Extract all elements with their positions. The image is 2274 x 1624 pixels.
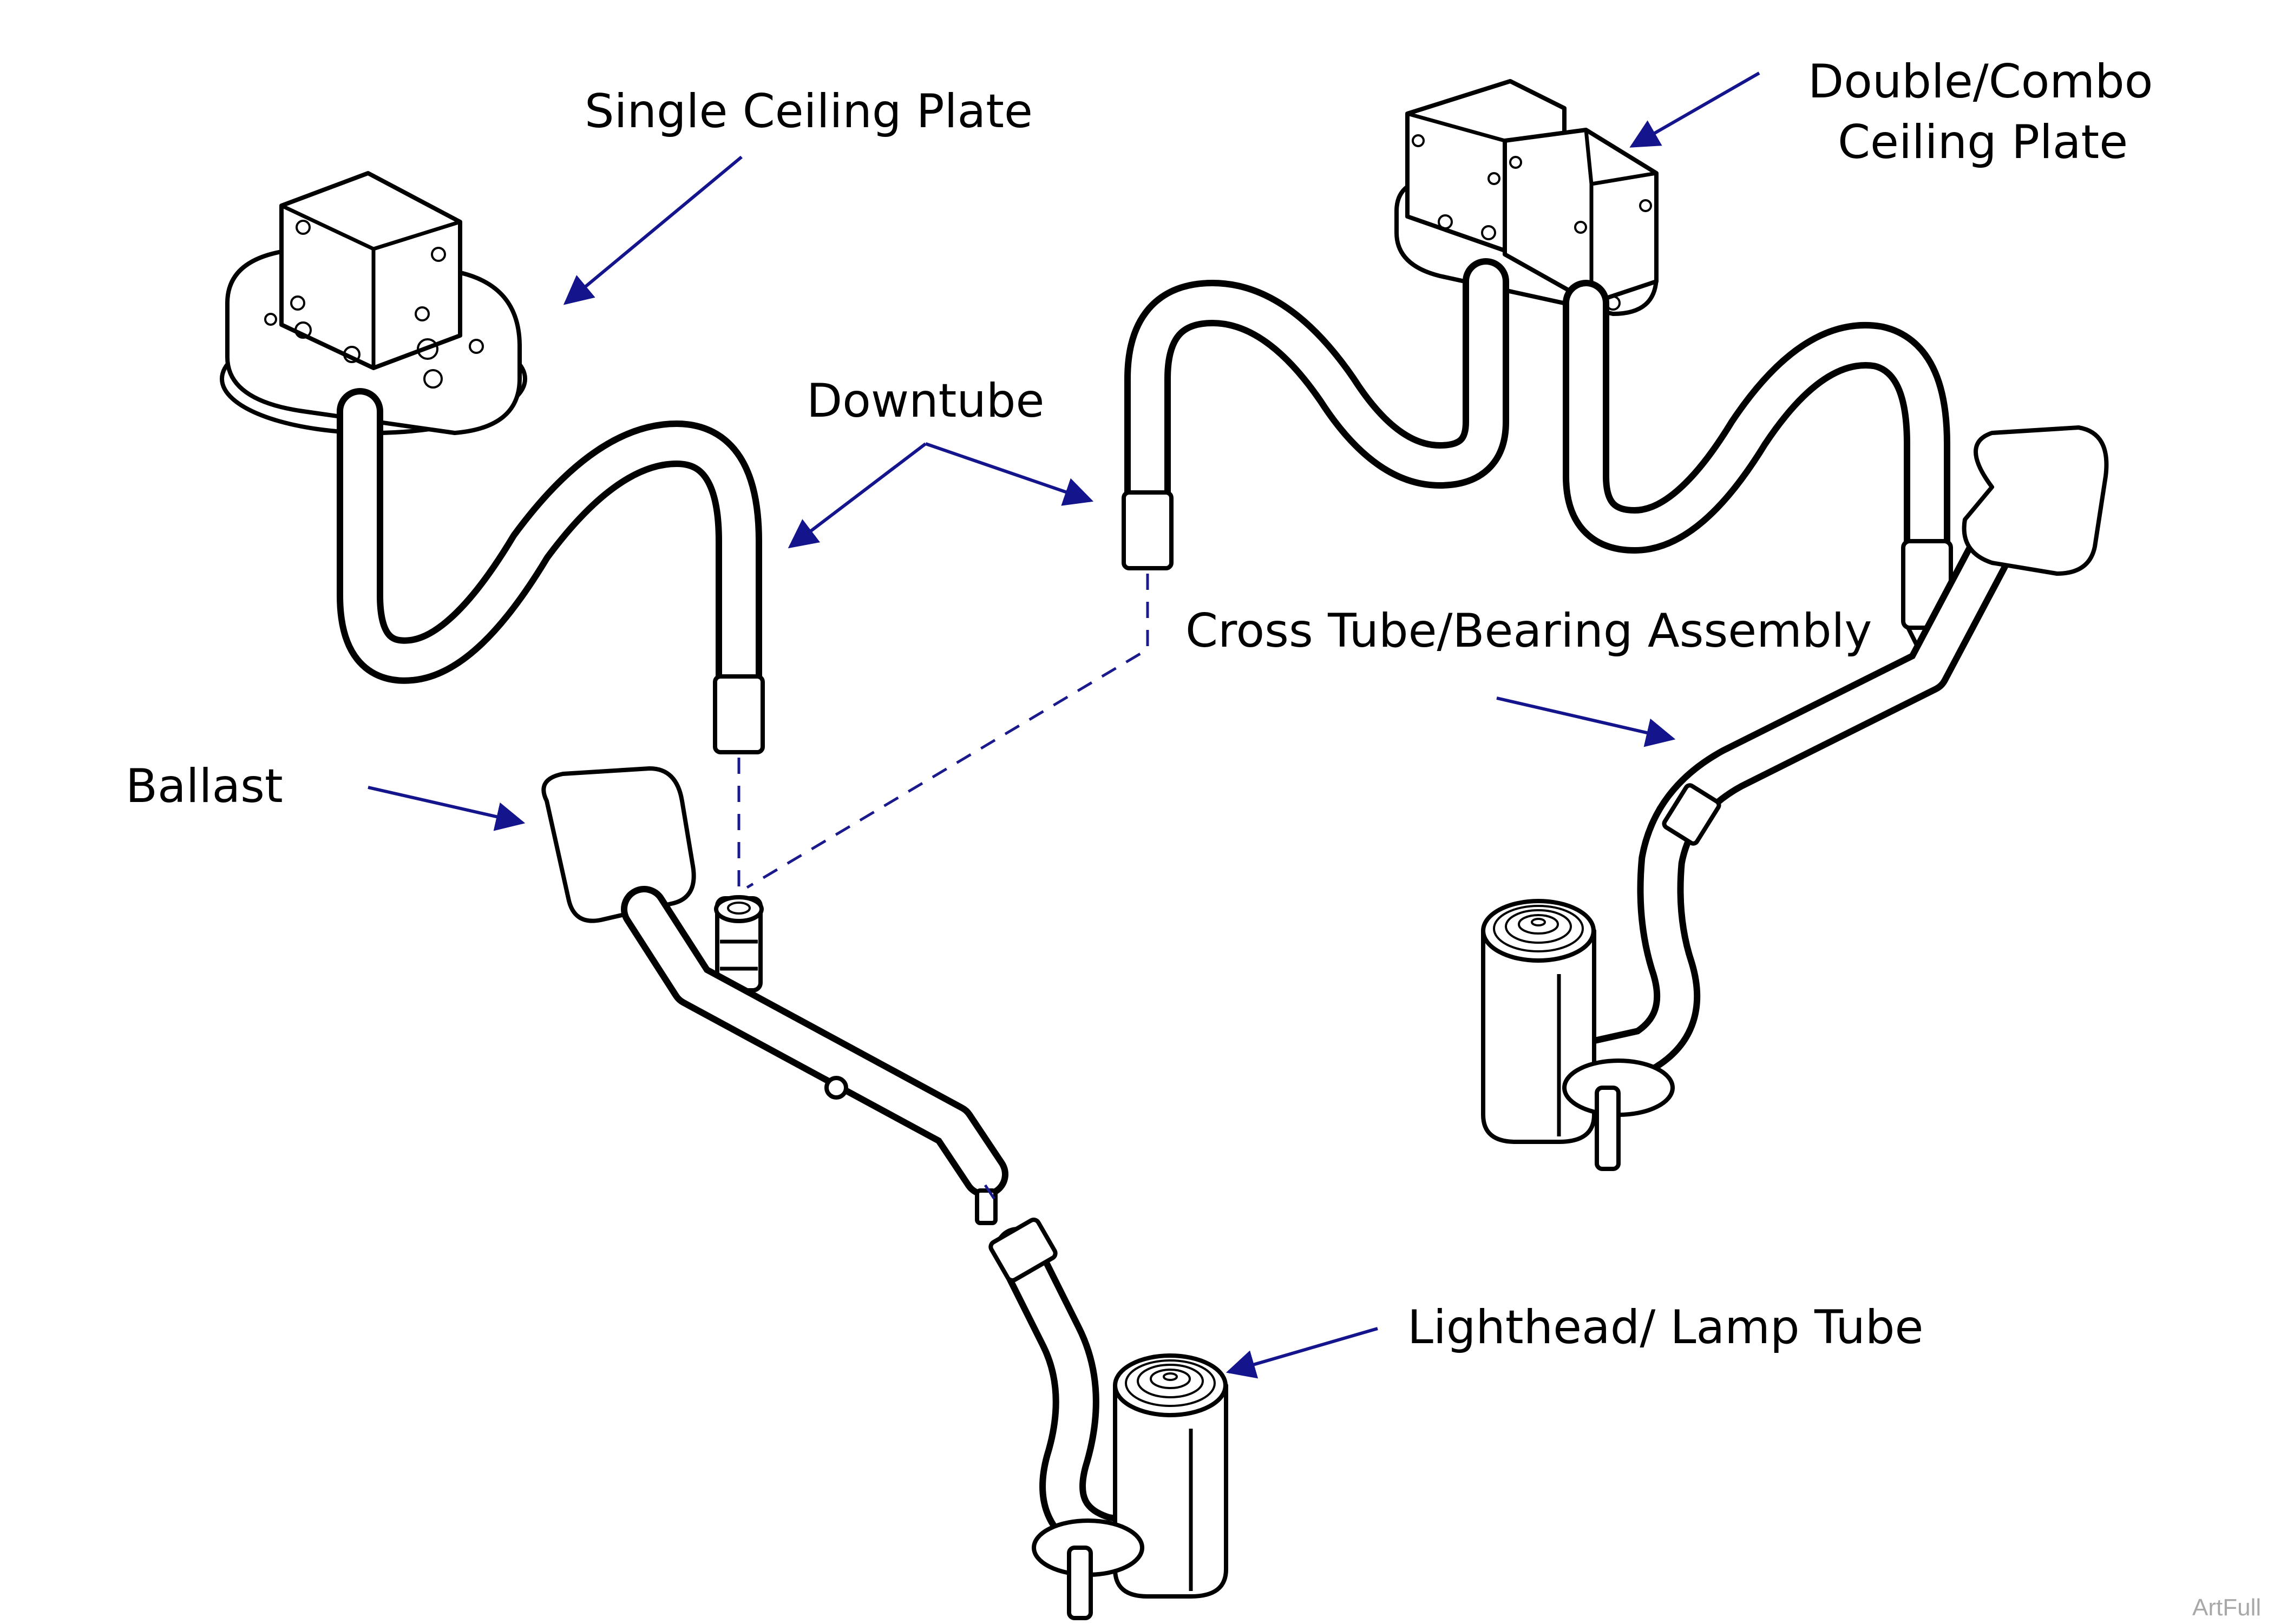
callout-arrows <box>368 71 1760 1379</box>
watermark: ArtFull <box>2192 1594 2261 1621</box>
left-lighthead-arm <box>975 1188 1160 1566</box>
arrow-ballast <box>368 786 526 831</box>
label-single-ceiling-plate: Single Ceiling Plate <box>585 84 1033 139</box>
right-lighthead <box>1481 899 1675 1171</box>
left-bearing-connector <box>714 895 764 992</box>
arrow-downtube-right <box>925 442 1094 506</box>
arrow-downtube-left <box>788 442 927 549</box>
right-cross-tube <box>1574 425 2109 1084</box>
label-ballast: Ballast <box>126 759 283 813</box>
arrow-double-combo-ceiling-plate <box>1629 71 1760 148</box>
arrow-single-ceiling-plate <box>563 155 743 305</box>
label-downtube: Downtube <box>807 374 1044 428</box>
left-ballast <box>541 766 696 923</box>
assembly-dashed-lines <box>737 574 1149 1202</box>
label-cross-tube-bearing: Cross Tube/Bearing Assembly <box>1185 604 1872 658</box>
right-downtube <box>1122 258 1509 570</box>
right-second-tube <box>1563 280 1953 652</box>
left-cross-tube <box>621 886 1008 1198</box>
left-lighthead <box>1032 1353 1228 1620</box>
left-downtube <box>337 388 765 754</box>
single-ceiling-plate <box>220 171 527 435</box>
arrow-lighthead-lamp-tube <box>1226 1327 1378 1379</box>
label-double-combo-line2: Ceiling Plate <box>1838 115 2128 169</box>
arrow-cross-tube-bearing <box>1496 696 1676 747</box>
label-lighthead-lamp-tube: Lighthead/ Lamp Tube <box>1407 1300 1923 1355</box>
double-combo-ceiling-plate <box>1394 79 1659 316</box>
label-double-combo-line1: Double/Combo <box>1808 55 2153 109</box>
